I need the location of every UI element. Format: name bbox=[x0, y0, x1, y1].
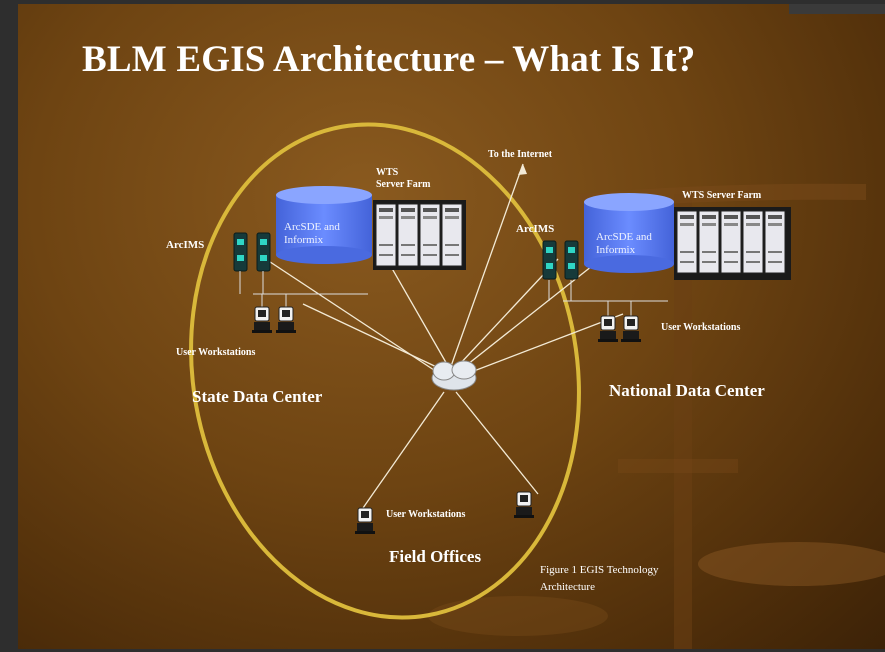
architecture-diagram: To the Internet ArcIMS ArcSDE and Inform… bbox=[166, 122, 791, 620]
connection-lines bbox=[257, 163, 631, 509]
internet-arrow-icon bbox=[518, 164, 527, 175]
state-server-farm bbox=[373, 200, 466, 270]
figure-caption-line-2: Architecture bbox=[540, 581, 595, 593]
national-database-cylinder bbox=[584, 193, 674, 273]
state-data-center-label: State Data Center bbox=[192, 387, 323, 406]
slide: BLM EGIS Architecture – What Is It? bbox=[18, 4, 885, 649]
state-db-label-1: ArcSDE and bbox=[284, 221, 340, 233]
figure-caption-line-1: Figure 1 EGIS Technology bbox=[540, 564, 659, 576]
network-cloud-icon bbox=[431, 360, 477, 391]
national-arcims-label: ArcIMS bbox=[516, 223, 554, 235]
national-workstations bbox=[597, 315, 642, 343]
national-wts-label: WTS Server Farm bbox=[682, 190, 762, 201]
state-workstations bbox=[251, 306, 297, 334]
state-arcims-servers bbox=[233, 232, 271, 272]
slide-title: BLM EGIS Architecture – What Is It? bbox=[82, 39, 696, 80]
national-server-farm bbox=[674, 207, 791, 280]
background-scale-graphic bbox=[428, 183, 885, 649]
national-db-label-1: ArcSDE and bbox=[596, 231, 652, 243]
state-boundary-ellipse bbox=[189, 122, 581, 620]
state-db-label-2: Informix bbox=[284, 234, 324, 246]
to-internet-label: To the Internet bbox=[488, 149, 553, 160]
national-arcims-servers bbox=[542, 240, 579, 280]
national-lan-lines bbox=[548, 280, 668, 316]
state-wts-label-1: WTS bbox=[376, 167, 399, 178]
field-workstations-label: User Workstations bbox=[386, 509, 465, 520]
national-workstations-label: User Workstations bbox=[661, 322, 740, 333]
field-offices-label: Field Offices bbox=[389, 547, 481, 566]
national-data-center-label: National Data Center bbox=[609, 381, 765, 400]
state-wts-label-2: Server Farm bbox=[376, 179, 431, 190]
state-workstations-label: User Workstations bbox=[176, 347, 255, 358]
state-arcims-label: ArcIMS bbox=[166, 239, 204, 251]
corner-block bbox=[789, 4, 885, 14]
national-db-label-2: Informix bbox=[596, 244, 636, 256]
state-lan-lines bbox=[239, 271, 368, 307]
state-database-cylinder bbox=[276, 186, 372, 264]
